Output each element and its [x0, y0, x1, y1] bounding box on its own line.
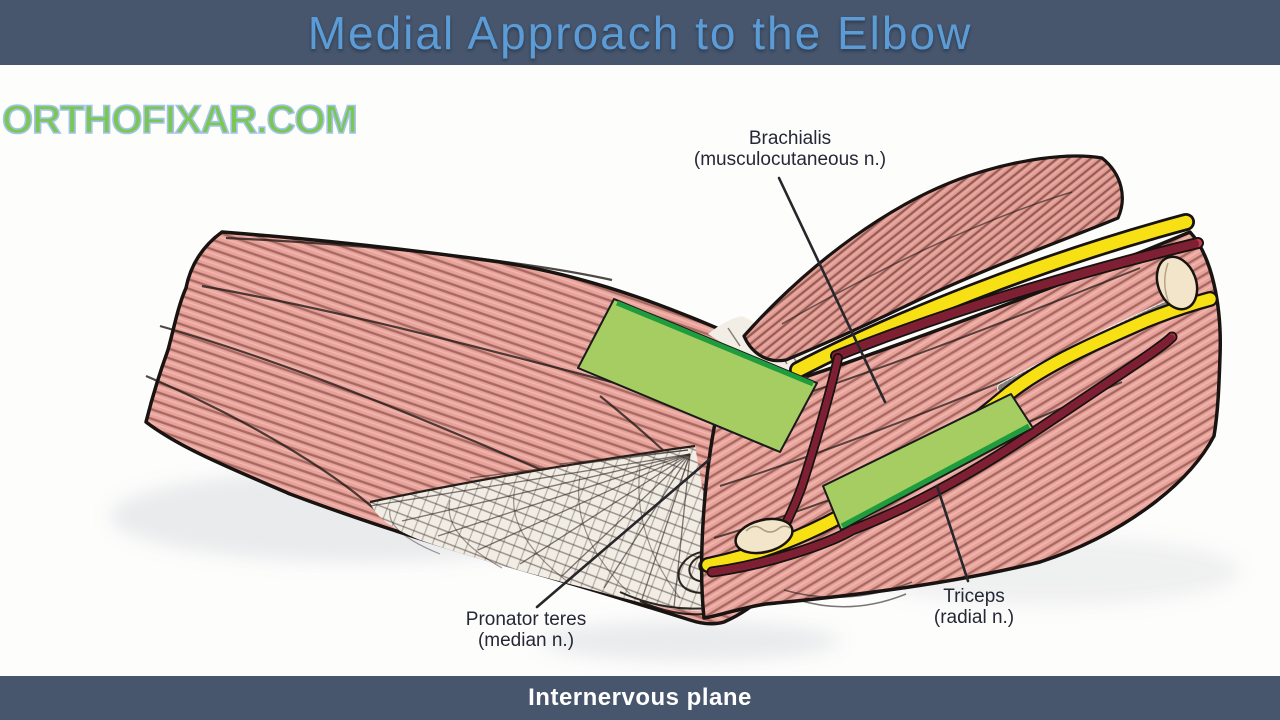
label-triceps-nerve: (radial n.) [933, 607, 1015, 628]
watermark-text: ORTHOFIXAR.COM [1, 97, 358, 143]
pronator-fascia-fan [369, 444, 707, 611]
leader-line-brachialis [777, 176, 887, 404]
label-brachialis: Brachialis (musculocutaneous n.) [694, 128, 886, 170]
title-banner: Medial Approach to the Elbow [0, 0, 1280, 65]
label-brachialis-name: Brachialis [748, 128, 832, 149]
leader-line-pronator-teres [535, 457, 712, 609]
posterior-artery [706, 331, 1178, 578]
muscle-brachialis [742, 154, 1124, 363]
label-pronator-teres: Pronator teres (median n.) [466, 609, 586, 651]
page-title: Medial Approach to the Elbow [307, 6, 973, 59]
leader-line-triceps [935, 484, 970, 583]
bone-medial-epicondyle [734, 517, 794, 555]
internervous-plane-proximal [577, 298, 818, 453]
bone-humerus-end [1155, 255, 1199, 311]
leader-lines [535, 176, 970, 609]
label-pronator-teres-nerve: (median n.) [477, 630, 575, 651]
label-pronator-teres-name: Pronator teres [465, 609, 587, 630]
elbow-illustration [110, 154, 1240, 661]
label-triceps-name: Triceps [943, 586, 1005, 607]
footer-caption: Internervous plane [528, 684, 752, 711]
internervous-plane-distal [822, 393, 1034, 531]
label-brachialis-nerve: (musculocutaneous n.) [693, 149, 887, 170]
anatomy-figure: Brachialis (musculocutaneous n.) Pronato… [40, 16, 1240, 704]
footer-banner: Internervous plane [0, 676, 1280, 720]
label-triceps: Triceps (radial n.) [934, 586, 1014, 628]
